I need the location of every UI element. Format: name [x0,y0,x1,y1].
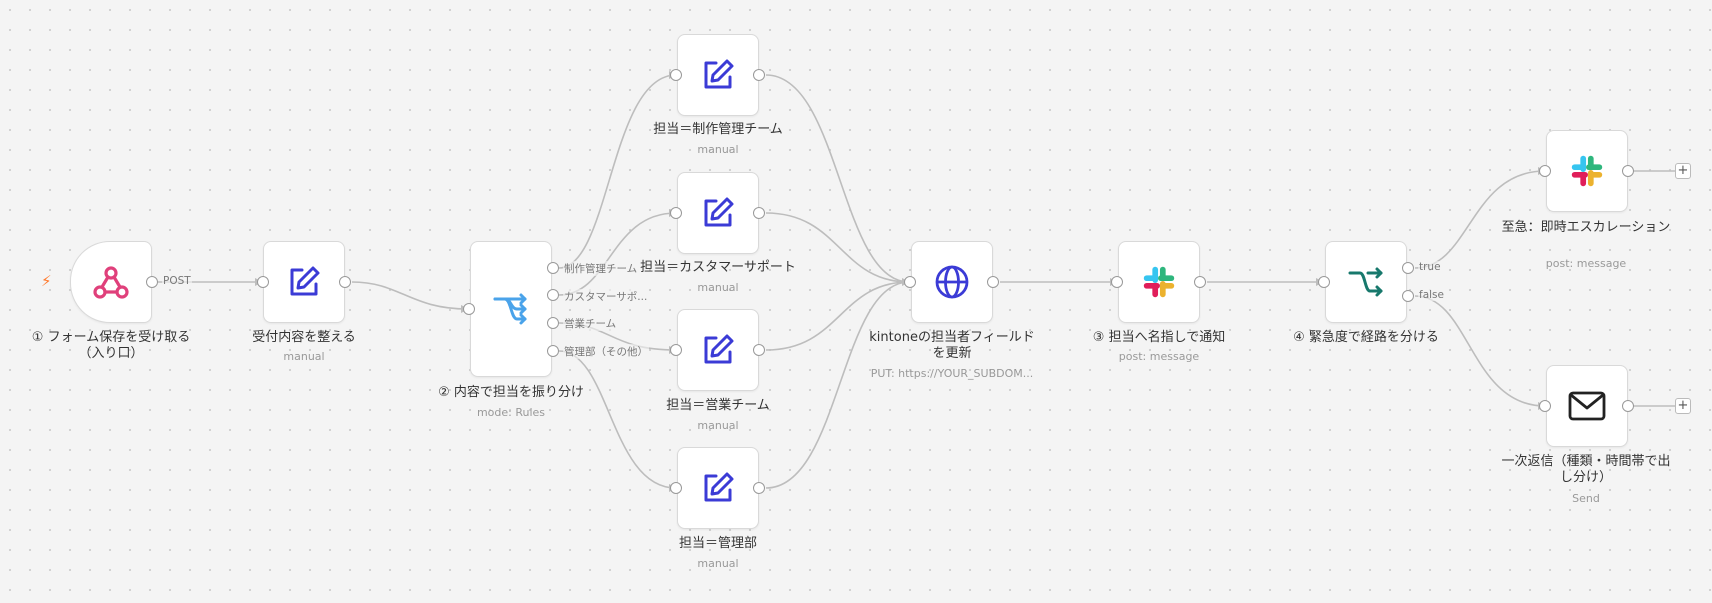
set2-output-handle[interactable] [753,207,765,219]
node-email-send[interactable] [1546,365,1628,447]
add-node-button-escalation[interactable]: + [1675,163,1691,179]
pencil-square-icon [704,197,734,227]
edge-set3-kintone [765,281,910,351]
edge-label-false: false [1418,289,1445,301]
node-webhook-trigger[interactable] [70,241,152,323]
node-slack1-title: ③ 担当へ名指しで通知 [1092,330,1226,345]
edge-label-output-4: 管理部（その他） [563,344,649,359]
node-set2-subtitle: manual [697,281,739,294]
edge-label-post: POST [162,275,192,287]
node-email-subtitle: Send [1572,492,1600,505]
slack-icon [1571,155,1603,187]
edge-label-output-1: 制作管理チーム [563,261,639,276]
add-node-button-email[interactable]: + [1675,398,1691,414]
node-set-production-team[interactable] [677,34,759,116]
edge-false-email [1414,295,1546,407]
set4-output-handle[interactable] [753,482,765,494]
node-kintone-title: kintoneの担当者フィールドを更新 [869,330,1035,361]
switch-output-handle-2[interactable] [547,289,559,301]
node-email-title: 一次返信（種類・時間帯で出し分け） [1501,454,1671,485]
node-set2-title: 担当＝カスタマーサポート [640,260,796,275]
kintone-input-handle[interactable] [904,276,916,288]
node-if-urgency[interactable] [1325,241,1407,323]
set3-input-handle[interactable] [670,344,682,356]
pencil-square-icon [704,472,734,502]
node-slack-escalation[interactable] [1546,130,1628,212]
node-webhook-title: ① フォーム保存を受け取る（入り口） [31,330,191,361]
node-switch-route[interactable] [470,241,552,377]
node-set3-subtitle: manual [697,419,739,432]
email-input-handle[interactable] [1539,400,1551,412]
format-input-handle[interactable] [257,276,269,288]
node-switch-subtitle: mode: Rules [476,406,546,419]
set2-input-handle[interactable] [670,207,682,219]
node-slack1-subtitle: post: message [1118,350,1200,363]
webhook-icon [93,266,129,299]
edge-label-output-3: 営業チーム [563,316,618,331]
edge-set2-kintone [765,212,910,283]
node-switch-title: ② 内容で担当を振り分け [438,385,584,400]
webhook-output-handle[interactable] [146,276,158,288]
pencil-square-icon [704,59,734,89]
kintone-output-handle[interactable] [987,276,999,288]
node-slack-notify[interactable] [1118,241,1200,323]
pencil-square-icon [290,266,320,296]
node-set-customer-support[interactable] [677,172,759,254]
node-set4-subtitle: manual [697,557,739,570]
set1-output-handle[interactable] [753,69,765,81]
edge-switch-set1 [558,74,677,269]
globe-icon [935,265,969,299]
node-format-input[interactable] [263,241,345,323]
node-set-admin-dept[interactable] [677,447,759,529]
slack2-input-handle[interactable] [1539,165,1551,177]
envelope-icon [1568,391,1606,421]
switch-output-handle-4[interactable] [547,345,559,357]
switch-routing-icon [493,293,527,325]
if-branch-icon [1348,267,1383,297]
node-set1-subtitle: manual [697,143,739,156]
slack1-output-handle[interactable] [1194,276,1206,288]
node-set1-title: 担当＝制作管理チーム [653,122,783,137]
node-kintone-http-request[interactable] [911,241,993,323]
switch-output-handle-3[interactable] [547,317,559,329]
email-output-handle[interactable] [1622,400,1634,412]
node-set4-title: 担当＝管理部 [678,536,757,551]
slack1-input-handle[interactable] [1111,276,1123,288]
slack2-output-handle[interactable] [1622,165,1634,177]
slack-icon [1143,266,1175,298]
edge-label-output-2: カスタマーサポ... [563,289,649,304]
edge-format-switch [351,281,469,310]
node-set3-title: 担当＝営業チーム [666,398,770,413]
edge-set1-kintone [765,74,910,283]
if-false-output-handle[interactable] [1402,290,1414,302]
switch-input-handle[interactable] [463,303,475,315]
lightning-bolt-icon: ⚡ [41,272,52,290]
edge-label-true: true [1418,261,1442,273]
format-output-handle[interactable] [339,276,351,288]
node-kintone-subtitle: PUT: https://YOUR_SUBDOM... [870,367,1034,380]
edge-set4-kintone [765,281,910,489]
node-slack2-title: 至急：即時エスカレーション [1501,220,1671,235]
node-slack2-subtitle: post: message [1545,257,1627,270]
if-input-handle[interactable] [1318,276,1330,288]
set4-input-handle[interactable] [670,482,682,494]
set3-output-handle[interactable] [753,344,765,356]
node-if-title: ④ 緊急度で経路を分ける [1293,330,1439,345]
pencil-square-icon [704,334,734,364]
node-format-title: 受付内容を整える [252,330,356,345]
node-set-sales-team[interactable] [677,309,759,391]
set1-input-handle[interactable] [670,69,682,81]
node-format-subtitle: manual [283,350,325,363]
switch-output-handle-1[interactable] [547,262,559,274]
if-true-output-handle[interactable] [1402,262,1414,274]
